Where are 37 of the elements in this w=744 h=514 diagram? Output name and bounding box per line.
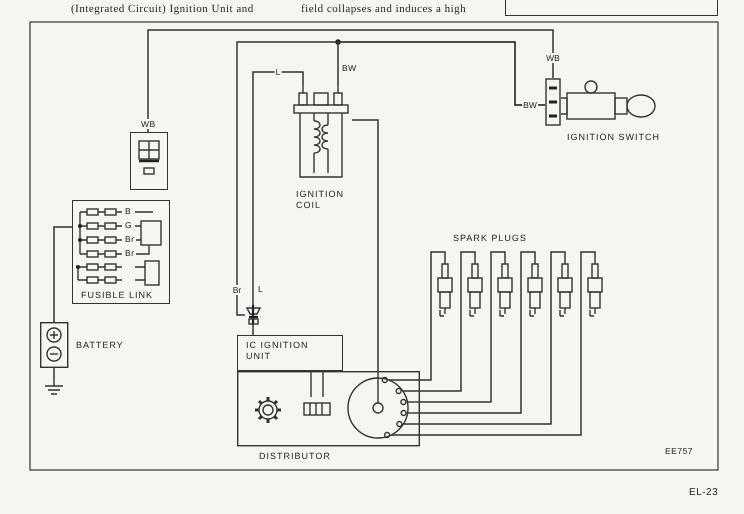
wire [420, 251, 476, 392]
wire [420, 251, 536, 414]
wire [252, 71, 304, 305]
wire [420, 251, 506, 403]
wire [420, 251, 446, 381]
wire-label: G [124, 220, 134, 230]
component-label: IC IGNITION UNIT [245, 339, 310, 363]
wire [420, 251, 596, 436]
figure-code: EE757 [664, 446, 694, 456]
ic-unit-box [237, 335, 343, 371]
wire [352, 119, 379, 371]
wire-label: Br [232, 285, 242, 295]
wire-label: WB [545, 53, 561, 63]
wire [252, 325, 254, 335]
wire-label: Br [124, 248, 136, 258]
component-label: FUSIBLE LINK [81, 290, 154, 301]
page-text: (Integrated Circuit) Ignition Unit and [70, 2, 255, 16]
wire-label: BW [522, 100, 538, 110]
section-label: SPARK PLUGS [452, 232, 528, 244]
wire [236, 41, 545, 316]
wire [53, 226, 72, 322]
component-label: BATTERY [76, 340, 124, 351]
wire-label: WB [140, 119, 157, 129]
wire-label: L [274, 67, 282, 77]
note-box [505, 0, 718, 16]
component-label: DISTRIBUTOR [259, 451, 331, 462]
wire-label: L [257, 284, 264, 294]
component-box [130, 132, 168, 190]
page-text: field collapses and induces a high [300, 2, 468, 16]
wire-label: Br [124, 234, 136, 244]
wire-label: B [124, 206, 132, 216]
wire-label: BW [341, 63, 358, 73]
component-label: IGNITION COIL [296, 189, 345, 211]
wire [53, 368, 55, 378]
wire [420, 251, 566, 425]
component-label: IGNITION SWITCH [567, 132, 660, 143]
wire [147, 29, 554, 132]
